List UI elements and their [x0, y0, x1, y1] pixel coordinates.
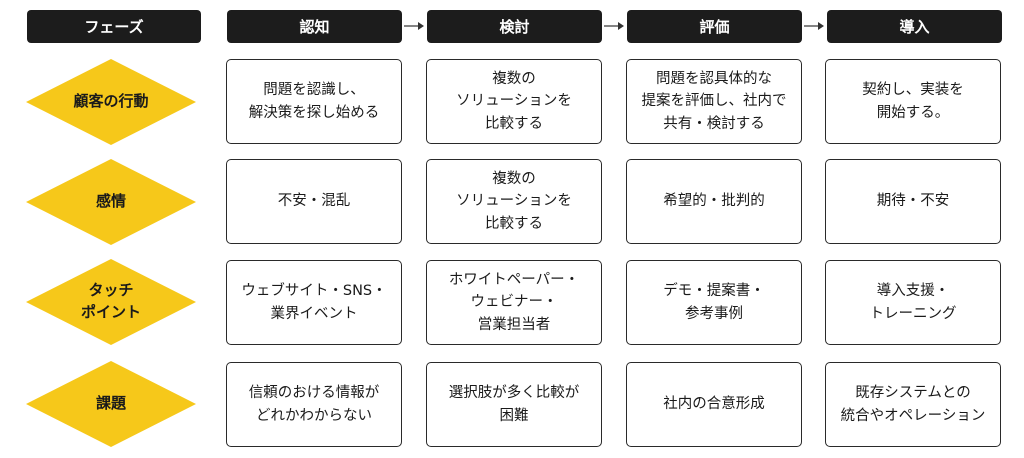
cell-touchpoints-evaluation: デモ・提案書・ 参考事例	[626, 260, 802, 345]
phase-header: フェーズ	[27, 10, 201, 43]
stage-header-evaluation: 評価	[627, 10, 802, 43]
cell-behavior-consideration: 複数の ソリューションを 比較する	[426, 59, 602, 144]
cell-emotion-evaluation: 希望的・批判的	[626, 159, 802, 244]
stage-header-awareness: 認知	[227, 10, 402, 43]
stage-header-consideration: 検討	[427, 10, 602, 43]
row-label-text: 感情	[95, 192, 126, 211]
stage-header-label: 検討	[499, 18, 530, 36]
cell-touchpoints-consideration: ホワイトペーパー・ ウェビナー・ 営業担当者	[426, 260, 602, 345]
cell-challenges-awareness: 信頼のおける情報が どれかわからない	[226, 362, 402, 447]
cell-emotion-consideration: 複数の ソリューションを 比較する	[426, 159, 602, 244]
stage-header-label: 認知	[299, 18, 330, 36]
phase-header-label: フェーズ	[84, 18, 144, 36]
cell-emotion-awareness: 不安・混乱	[226, 159, 402, 244]
cell-touchpoints-awareness: ウェブサイト・SNS・ 業界イベント	[226, 260, 402, 345]
diamond-shape	[26, 361, 196, 447]
row-label-text: 課題	[95, 394, 126, 413]
row-label-emotion: 感情	[26, 159, 196, 245]
diamond-shape	[26, 259, 196, 345]
cell-challenges-consideration: 選択肢が多く比較が 困難	[426, 362, 602, 447]
flow-arrow-icon	[604, 22, 624, 30]
stage-header-label: 導入	[899, 18, 930, 36]
row-label-customer-behavior: 顧客の行動	[26, 59, 196, 145]
cell-behavior-awareness: 問題を認識し、 解決策を探し始める	[226, 59, 402, 144]
flow-arrow-icon	[404, 22, 424, 30]
stage-header-adoption: 導入	[827, 10, 1002, 43]
cell-behavior-adoption: 契約し、実装を 開始する。	[825, 59, 1001, 144]
row-label-text: タッチ ポイント	[80, 281, 141, 321]
cell-behavior-evaluation: 問題を認具体的な 提案を評価し、社内で 共有・検討する	[626, 59, 802, 144]
diamond-shape	[26, 59, 196, 145]
row-label-touchpoints: タッチ ポイント	[26, 259, 196, 345]
row-label-challenges: 課題	[26, 361, 196, 447]
cell-touchpoints-adoption: 導入支援・ トレーニング	[825, 260, 1001, 345]
stage-header-label: 評価	[699, 18, 730, 36]
diamond-shape	[26, 159, 196, 245]
cell-challenges-adoption: 既存システムとの 統合やオペレーション	[825, 362, 1001, 447]
cell-emotion-adoption: 期待・不安	[825, 159, 1001, 244]
cell-challenges-evaluation: 社内の合意形成	[626, 362, 802, 447]
row-label-text: 顧客の行動	[73, 92, 149, 111]
flow-arrow-icon	[804, 22, 824, 30]
